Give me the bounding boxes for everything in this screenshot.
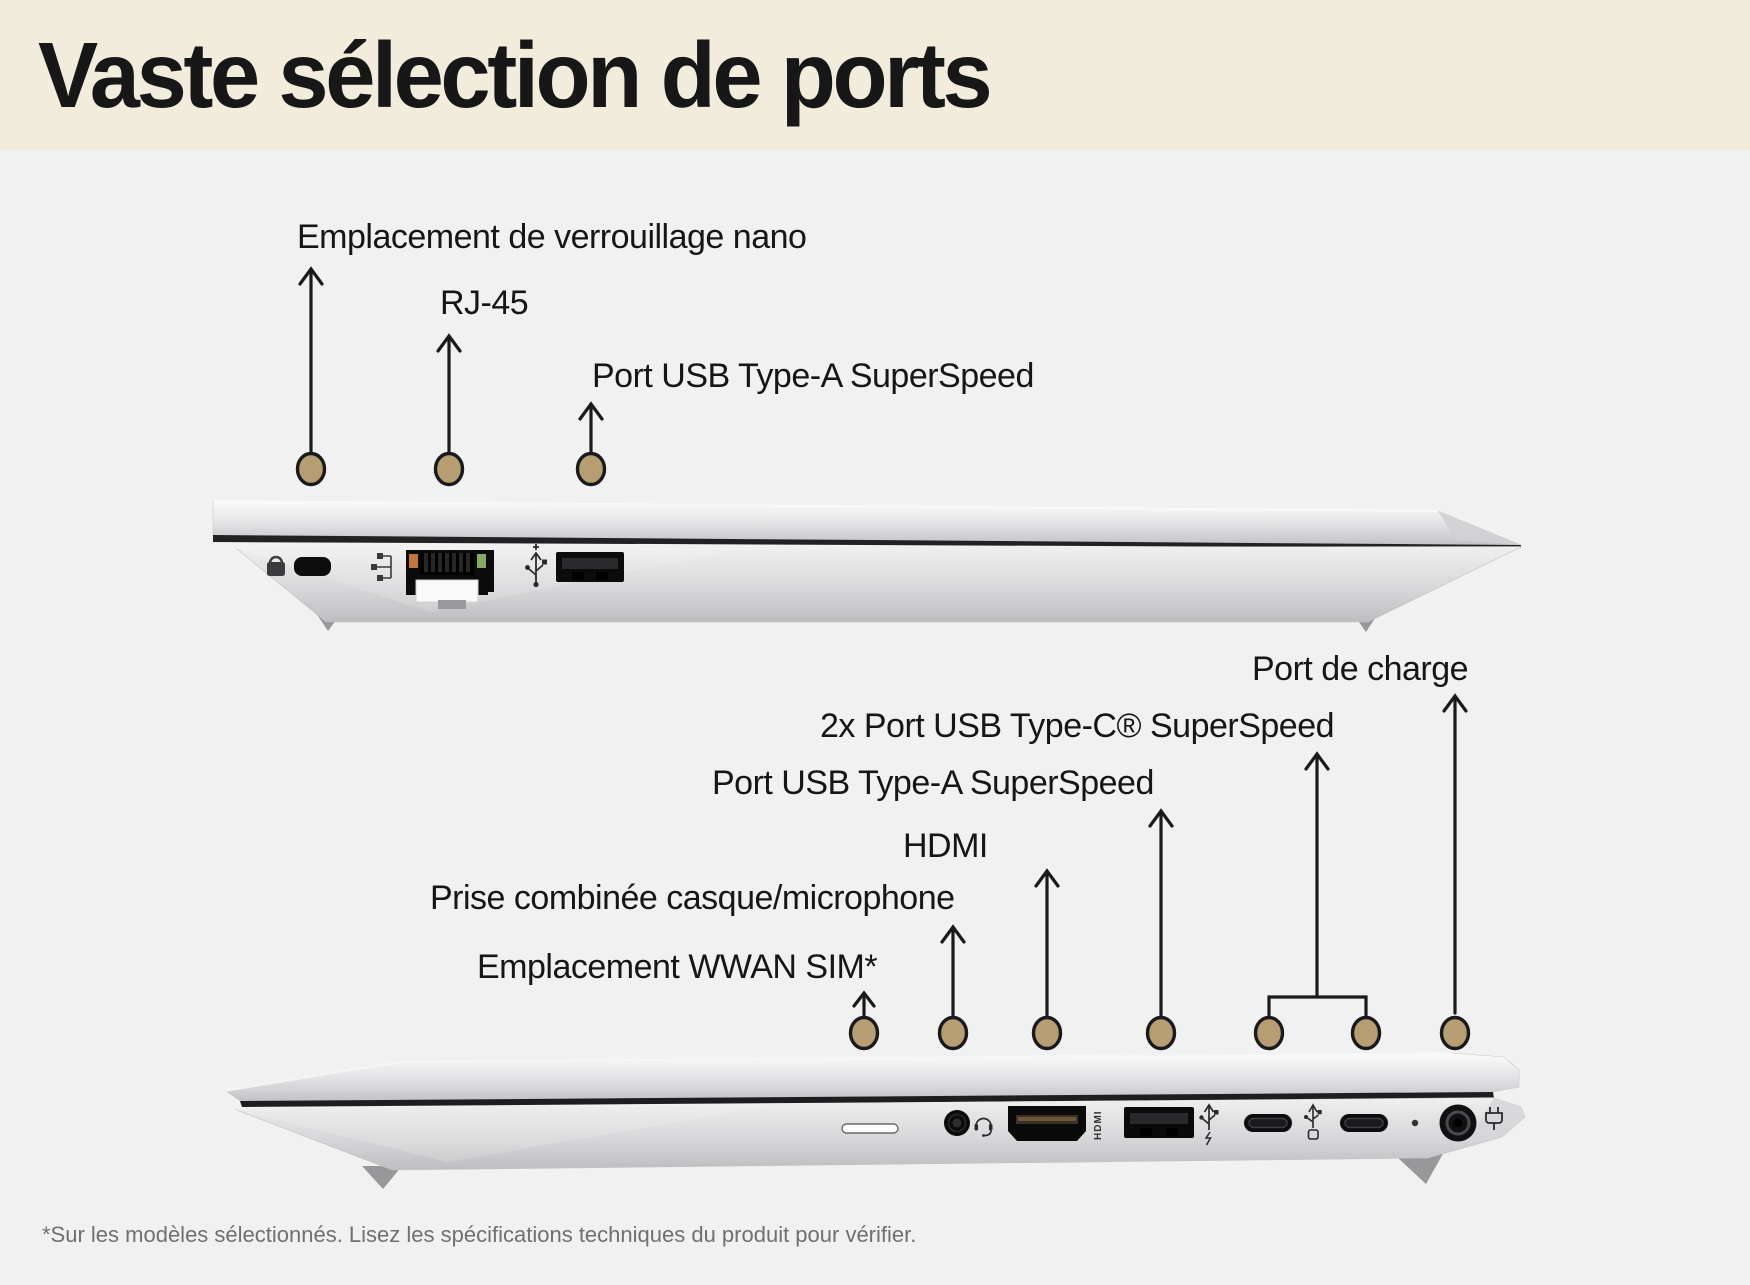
rj45-port (406, 550, 494, 609)
header-band: Vaste sélection de ports (0, 0, 1750, 150)
charge-port (1439, 1104, 1477, 1142)
laptop-hinge-gap (213, 535, 1521, 548)
label-jack: Prise combinée casque/microphone (430, 879, 955, 917)
arrow-usb-a-top (578, 401, 604, 454)
superspeed-charging-icon (1199, 1103, 1219, 1146)
audio-jack-port (944, 1110, 970, 1136)
usb-c-port (1244, 1114, 1292, 1132)
wwan-sim-slot (841, 1123, 899, 1134)
superspeed-usb-icon (525, 544, 547, 588)
laptop-foot (1398, 1152, 1444, 1184)
arrow-nano-lock (298, 266, 324, 454)
marker-dot-wwan (848, 1015, 880, 1051)
laptop-right-side-view: HDMI (225, 1052, 1526, 1189)
rj45-led-green (477, 554, 486, 568)
usb-c-bracket (1267, 995, 1368, 1017)
lock-icon (267, 555, 285, 576)
arrow-usb-c-pair (1267, 751, 1368, 1017)
network-icon (371, 553, 392, 581)
laptop-foot (362, 1166, 402, 1189)
label-rj45: RJ-45 (440, 284, 529, 322)
status-led (1411, 1119, 1419, 1127)
marker-dot-usb-c-2 (1350, 1015, 1382, 1051)
marker-dot-usb-a-top (575, 451, 607, 487)
marker-dot-rj45 (433, 451, 465, 487)
arrow-rj45 (436, 333, 462, 454)
arrow-usb-a-bottom (1148, 808, 1174, 1017)
marker-dot-hdmi (1031, 1015, 1063, 1051)
arrow-charge (1442, 693, 1468, 1015)
usb-c-port (1340, 1114, 1388, 1132)
marker-dot-nano-lock (295, 451, 327, 487)
label-wwan: Emplacement WWAN SIM* (477, 948, 878, 986)
marker-dot-jack (937, 1015, 969, 1051)
marker-dots (295, 451, 1471, 1051)
label-usb-a-bottom: Port USB Type-A SuperSpeed (712, 764, 1154, 802)
arrow-hdmi (1034, 868, 1060, 1017)
usb-a-port (556, 552, 624, 582)
nano-lock-slot (294, 557, 331, 576)
page-title: Vaste sélection de ports (38, 22, 993, 127)
hdmi-engraving: HDMI (1093, 1110, 1104, 1140)
rj45-led-orange (409, 554, 418, 568)
arrow-jack (940, 924, 966, 1017)
label-hdmi: HDMI (903, 827, 988, 865)
laptop-hinge-gap (240, 1092, 1494, 1107)
marker-dot-charge (1439, 1015, 1471, 1051)
power-plug-icon (1485, 1107, 1503, 1130)
marker-dot-usb-a-bottom (1145, 1015, 1177, 1051)
label-nano-lock: Emplacement de verrouillage nano (297, 218, 807, 256)
usb-a-port (1124, 1107, 1194, 1138)
callout-arrows (298, 266, 1468, 1017)
footnote: *Sur les modèles sélectionnés. Lisez les… (42, 1222, 917, 1247)
marker-dot-usb-c-1 (1253, 1015, 1285, 1051)
label-usb-c: 2x Port USB Type-C® SuperSpeed (820, 707, 1335, 745)
arrow-wwan (852, 990, 876, 1017)
label-usb-a-top: Port USB Type-A SuperSpeed (592, 357, 1034, 395)
laptop-left-side-view (212, 500, 1522, 632)
hdmi-port (1008, 1106, 1086, 1141)
superspeed-displayport-icon (1304, 1103, 1322, 1140)
label-charge: Port de charge (1252, 650, 1469, 688)
headset-icon (974, 1117, 993, 1137)
